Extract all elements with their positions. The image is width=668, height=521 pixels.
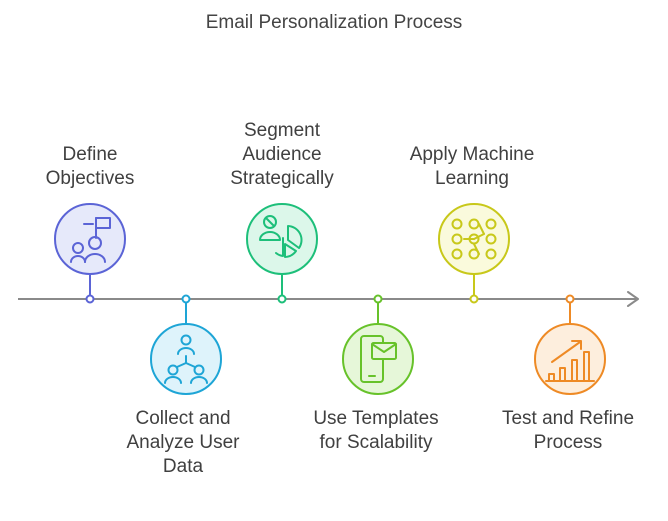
goal-flag-icon <box>70 217 111 263</box>
node-dot <box>277 294 287 304</box>
step-collect-analyze-user-data <box>150 294 222 395</box>
step-label-collect-analyze: Collect and Analyze User Data <box>126 408 240 477</box>
node-dot <box>85 294 95 304</box>
step-label-test-and-refine: Test and Refine Process <box>501 408 635 453</box>
neural-network-icon <box>451 218 497 260</box>
step-test-and-refine <box>534 294 606 395</box>
icon-circle <box>534 323 606 395</box>
node-dot <box>565 294 575 304</box>
node-dot <box>181 294 191 304</box>
node-dot <box>469 294 479 304</box>
step-label-define-objectives: Define Objectives <box>45 144 135 189</box>
diagram-title: Email Personalization Process <box>205 12 463 33</box>
user-network-icon <box>164 334 208 384</box>
step-label-use-templates: Use Templates for Scalability <box>313 408 439 453</box>
mobile-email-icon <box>360 335 397 383</box>
node-dot <box>373 294 383 304</box>
growth-chart-icon <box>545 340 595 382</box>
step-define-objectives <box>54 203 126 304</box>
step-label-apply-machine-learning: Apply Machine Learning <box>409 144 535 189</box>
step-segment-audience <box>246 203 318 304</box>
timeline-arrowhead <box>627 291 639 307</box>
step-use-templates <box>342 294 414 395</box>
pie-segment-icon <box>259 215 303 258</box>
step-label-segment-audience: Segment Audience Strategically <box>230 120 334 189</box>
step-apply-machine-learning <box>438 203 510 304</box>
